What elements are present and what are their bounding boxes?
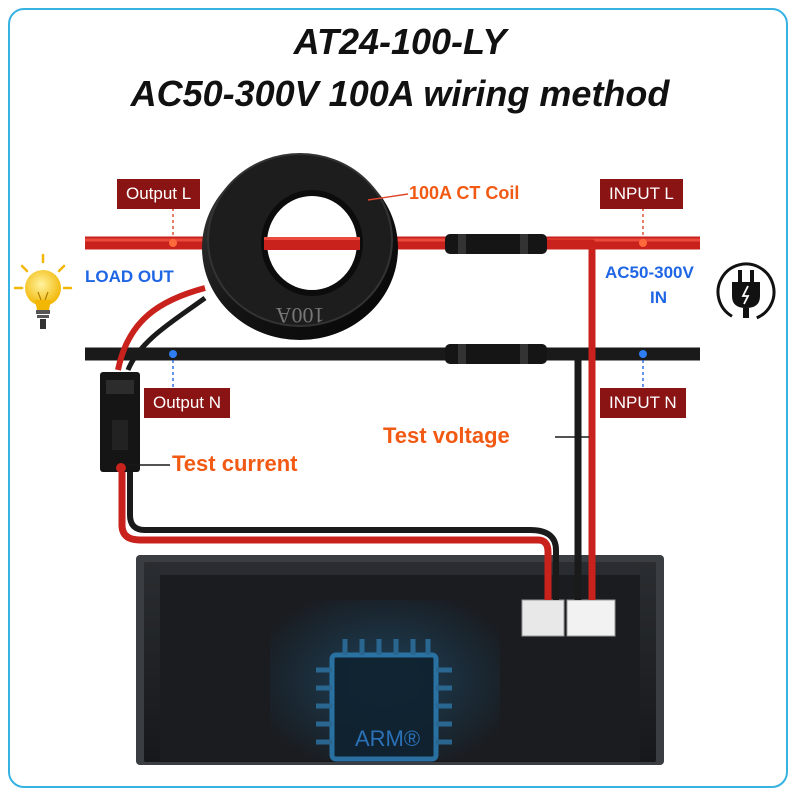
heat-shrink-sleeves: [445, 234, 547, 364]
title-model: AT24-100-LY: [293, 21, 507, 62]
ac-in-voltage-label: AC50-300V: [605, 263, 694, 282]
wires: [85, 236, 700, 600]
voltage-connector: [566, 599, 616, 637]
connection-dots: [169, 239, 647, 440]
test-current-label: Test current: [172, 451, 298, 476]
frame-border: [8, 8, 788, 788]
title-wiring-method: AC50-300V 100A wiring method: [130, 73, 670, 114]
test-voltage-label: Test voltage: [383, 423, 510, 448]
ct-coil-label: 100A CT Coil: [409, 183, 520, 203]
leader-lines: [125, 193, 644, 466]
load-out-label: LOAD OUT: [85, 267, 174, 286]
coil-marking: 100A: [275, 303, 324, 328]
output-n-label: Output N: [144, 388, 231, 418]
output-l-label: Output L: [117, 179, 201, 209]
input-n-label: INPUT N: [600, 388, 686, 418]
current-connector: [521, 599, 565, 637]
ct-coil: 100A: [202, 153, 398, 340]
arm-chip-icon: [316, 639, 452, 762]
current-plug-connector: [100, 372, 140, 473]
light-bulb-icon: [13, 253, 73, 329]
input-l-label: INPUT L: [600, 179, 683, 209]
meter-device: [136, 555, 664, 765]
power-plug-icon: [716, 262, 776, 322]
ac-in-label: IN: [650, 288, 667, 307]
arm-chip-label: ARM®: [355, 726, 421, 751]
